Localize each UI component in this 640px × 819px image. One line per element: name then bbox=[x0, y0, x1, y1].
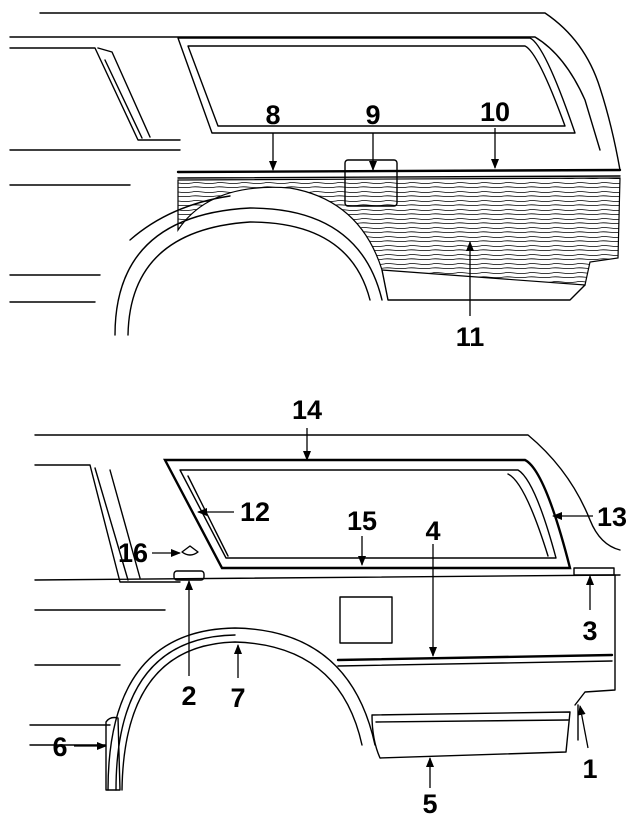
callout-2[interactable]: 2 bbox=[181, 681, 196, 711]
leader-1 bbox=[577, 705, 589, 749]
top-front-window bbox=[9, 47, 181, 141]
callout-9[interactable]: 9 bbox=[365, 100, 380, 130]
callout-15[interactable]: 15 bbox=[347, 506, 377, 536]
rear-window-glass bbox=[179, 469, 557, 559]
fuel-door-bottom bbox=[339, 596, 393, 644]
woodgrain-panel bbox=[177, 177, 621, 286]
bottom-view bbox=[29, 434, 621, 791]
bottom-roof-outline bbox=[34, 434, 621, 551]
top-roof-inner bbox=[9, 36, 601, 151]
callout-13[interactable]: 13 bbox=[597, 502, 627, 532]
top-molding bbox=[176, 168, 622, 174]
side-molding bbox=[336, 653, 614, 662]
top-roof-outline bbox=[39, 12, 621, 171]
callout-6[interactable]: 6 bbox=[52, 732, 67, 762]
callouts: 8 9 10 11 14 12 15 4 13 16 3 2 7 6 5 1 bbox=[52, 97, 627, 819]
callout-4[interactable]: 4 bbox=[425, 516, 440, 546]
rear-lamp bbox=[573, 567, 615, 576]
callout-3[interactable]: 3 bbox=[582, 616, 597, 646]
bottom-wheel-arch bbox=[107, 627, 376, 791]
flare-piece bbox=[105, 716, 121, 791]
rear-window-frame bbox=[163, 458, 572, 570]
callout-16[interactable]: 16 bbox=[118, 538, 148, 568]
top-quarter-window bbox=[177, 37, 576, 134]
callout-1[interactable]: 1 bbox=[582, 754, 597, 784]
callout-12[interactable]: 12 bbox=[240, 497, 270, 527]
callout-7[interactable]: 7 bbox=[230, 683, 245, 713]
fuel-door-top bbox=[344, 159, 398, 207]
top-wheel-arch bbox=[114, 207, 383, 336]
leaders bbox=[74, 128, 594, 788]
top-view bbox=[9, 12, 622, 336]
callout-8[interactable]: 8 bbox=[265, 100, 280, 130]
callout-5[interactable]: 5 bbox=[422, 789, 437, 819]
clip bbox=[181, 545, 199, 556]
callout-14[interactable]: 14 bbox=[292, 395, 322, 425]
callout-10[interactable]: 10 bbox=[480, 97, 510, 127]
rocker-panel bbox=[371, 711, 571, 759]
callout-11[interactable]: 11 bbox=[456, 322, 485, 352]
